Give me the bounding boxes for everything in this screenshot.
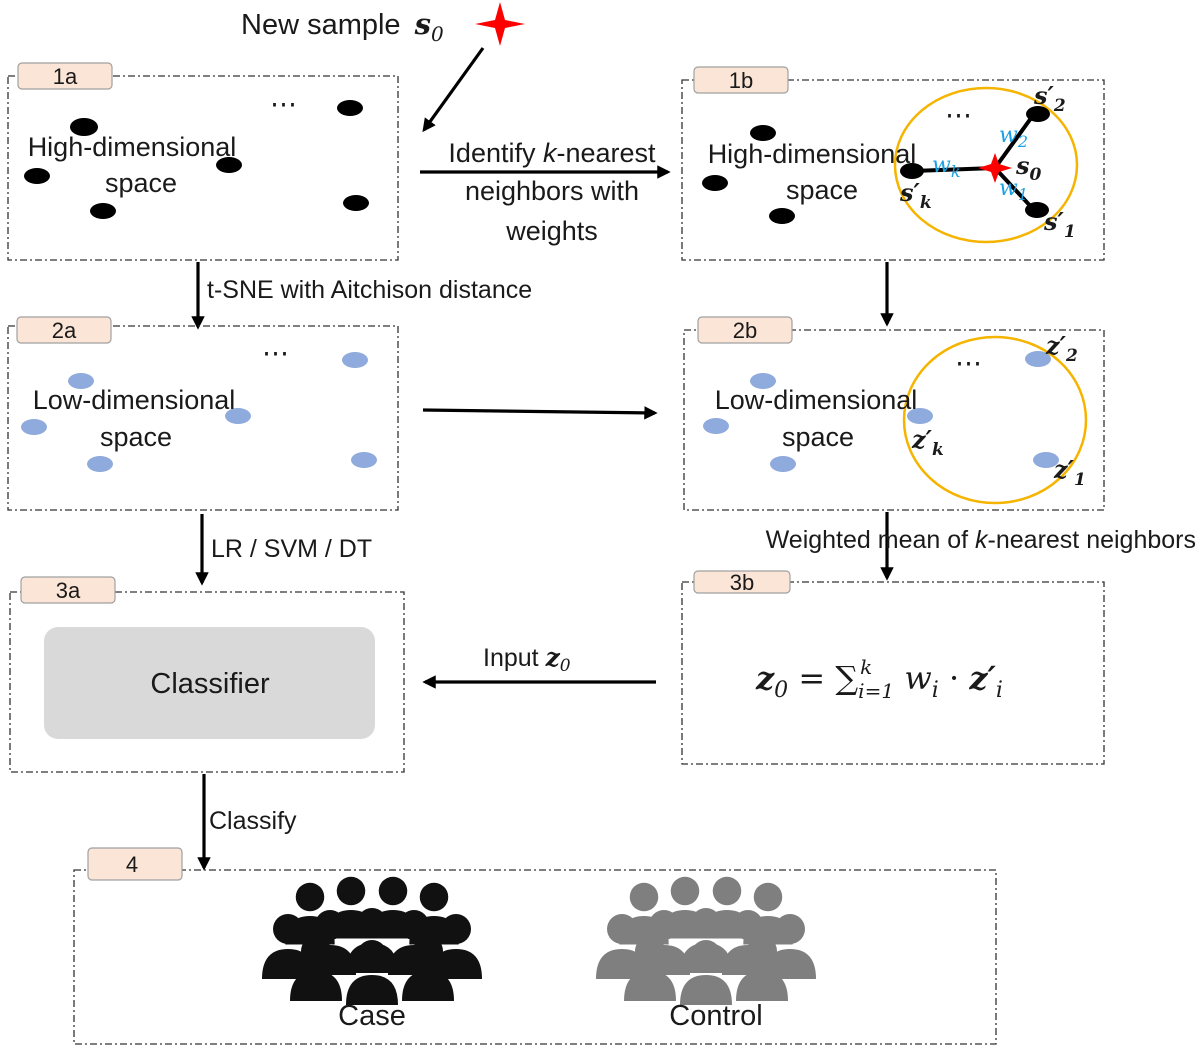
edge-input-z0: Input z0 — [422, 643, 656, 689]
panel-tag-2b — [697, 316, 793, 344]
panel-2b-title: Low-dimensional — [715, 385, 918, 415]
edge-tsne: t-SNE with Aitchison distance — [191, 262, 532, 330]
low-dim-point — [342, 352, 368, 368]
high-dim-point — [750, 125, 776, 141]
neighbor-point — [1026, 106, 1050, 122]
red-star-icon — [978, 153, 1012, 183]
high-dim-point — [343, 195, 369, 211]
svg-text:1b: 1b — [729, 68, 753, 93]
svg-text:s′1: s′1 — [1043, 207, 1076, 242]
edge-weighted-mean: Weighted mean of k-nearest neighbors — [766, 512, 1196, 581]
neighbor-point — [1033, 452, 1059, 468]
panel-tag-1b — [693, 66, 789, 94]
panel-1a-title: High-dimensional — [28, 132, 237, 162]
panel-4: 4 Case Control — [73, 847, 997, 1045]
high-dim-point — [337, 100, 363, 116]
panel-2b: 2b ⋯ Low-dimensional space z′2 z′k z′1 — [683, 316, 1105, 511]
neighbor-point — [900, 163, 924, 179]
control-label: Control — [669, 1000, 763, 1032]
svg-text:2a: 2a — [52, 318, 77, 343]
svg-text:Classify: Classify — [209, 807, 297, 835]
low-dim-point — [225, 408, 251, 424]
low-dim-point — [770, 456, 796, 472]
neighborhood-ring — [893, 86, 1079, 244]
low-dim-point — [68, 373, 94, 389]
low-dim-point — [750, 373, 776, 389]
arrow-2a-to-2b — [422, 406, 658, 420]
panel-tag-1a — [17, 62, 113, 90]
high-dim-point — [24, 168, 50, 184]
high-dim-point — [216, 157, 242, 173]
panel-2a-title: Low-dimensional — [33, 385, 236, 415]
low-dim-point — [21, 419, 47, 435]
svg-text:t-SNE with Aitchison distance: t-SNE with Aitchison distance — [207, 276, 532, 304]
neighbor-point — [907, 408, 933, 424]
svg-text:⋯: ⋯ — [262, 338, 289, 368]
svg-text:weights: weights — [505, 216, 598, 246]
weighted-mean-formula: z0 = ∑i=1k wi · z′i — [755, 655, 1003, 703]
low-dim-point — [351, 452, 377, 468]
panel-1b: 1b ⋯ High-dimensional space w2 wk w1 s0 … — [681, 66, 1105, 261]
svg-text:3a: 3a — [56, 578, 81, 603]
svg-text:Identify k-nearest: Identify k-nearest — [448, 138, 656, 168]
high-dim-point — [90, 203, 116, 219]
low-dim-point — [703, 418, 729, 434]
case-group-icon — [262, 877, 482, 1005]
neighbor-point — [1025, 351, 1051, 367]
panel-3b: 3b z0 = ∑i=1k wi · z′i — [681, 570, 1105, 765]
panel-2a: 2a ⋯ Low-dimensional space — [7, 316, 399, 511]
panel-1a: 1a ⋯ High-dimensional space — [7, 62, 399, 261]
panel-3a: 3a Classifier — [9, 576, 405, 773]
panel-tag-2a — [16, 316, 112, 344]
control-group-icon — [596, 877, 816, 1005]
high-dim-point — [769, 208, 795, 224]
edge-classify: Classify — [197, 774, 297, 871]
edge-classifiers: LR / SVM / DT — [195, 514, 372, 586]
svg-text:⋯: ⋯ — [955, 348, 982, 378]
svg-text:s′k: s′k — [899, 178, 932, 213]
svg-text:space: space — [105, 168, 177, 198]
svg-text:LR / SVM / DT: LR / SVM / DT — [211, 535, 372, 563]
svg-text:New sample s0: New sample s0 — [241, 7, 444, 46]
svg-text:⋯: ⋯ — [270, 89, 297, 119]
svg-text:3b: 3b — [730, 570, 754, 595]
neighbor-point — [1025, 202, 1049, 218]
classifier-box — [44, 627, 375, 739]
panel-tag-3a — [20, 576, 116, 604]
svg-text:s′2: s′2 — [1033, 81, 1066, 116]
panel-1b-title: High-dimensional — [708, 139, 917, 169]
svg-text:w1: w1 — [999, 176, 1028, 204]
svg-text:space: space — [100, 422, 172, 452]
svg-text:4: 4 — [126, 852, 138, 877]
svg-text:2b: 2b — [733, 318, 757, 343]
svg-text:neighbors with: neighbors with — [465, 176, 639, 206]
panel-tag-3b — [693, 570, 791, 594]
svg-text:s0: s0 — [1015, 151, 1042, 185]
svg-text:space: space — [786, 175, 858, 205]
svg-text:Input z0: Input z0 — [483, 643, 571, 676]
svg-text:z′2: z′2 — [1045, 331, 1078, 366]
svg-text:Weighted mean of k-nearest nei: Weighted mean of k-nearest neighbors — [766, 526, 1196, 554]
case-label: Case — [338, 1000, 406, 1032]
classifier-label: Classifier — [150, 668, 270, 700]
neighborhood-ring — [902, 335, 1088, 505]
svg-text:z′1: z′1 — [1053, 455, 1086, 490]
edge-identify-neighbors: Identify k-nearest neighbors with weight… — [420, 138, 671, 246]
svg-text:z′k: z′k — [911, 425, 944, 460]
red-star-icon — [475, 2, 525, 46]
panel-tag-4 — [87, 847, 183, 881]
new-sample-label: New sample s0 — [241, 7, 444, 46]
svg-text:wk: wk — [932, 153, 961, 181]
arrow-sample-to-1a — [422, 47, 485, 133]
high-dim-point — [702, 175, 728, 191]
high-dim-point — [70, 118, 98, 136]
svg-text:w2: w2 — [999, 123, 1028, 151]
svg-text:space: space — [782, 422, 854, 452]
svg-text:⋯: ⋯ — [945, 100, 972, 130]
low-dim-point — [87, 456, 113, 472]
svg-text:1a: 1a — [53, 64, 78, 89]
